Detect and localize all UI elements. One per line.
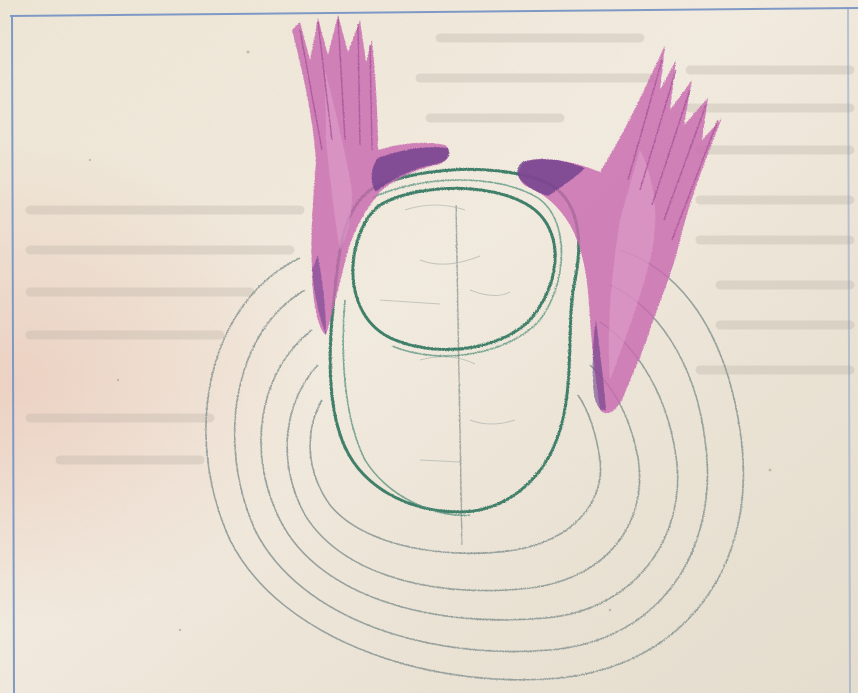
pencil-drawing-svg — [0, 0, 858, 693]
drawing-canvas — [0, 0, 858, 693]
